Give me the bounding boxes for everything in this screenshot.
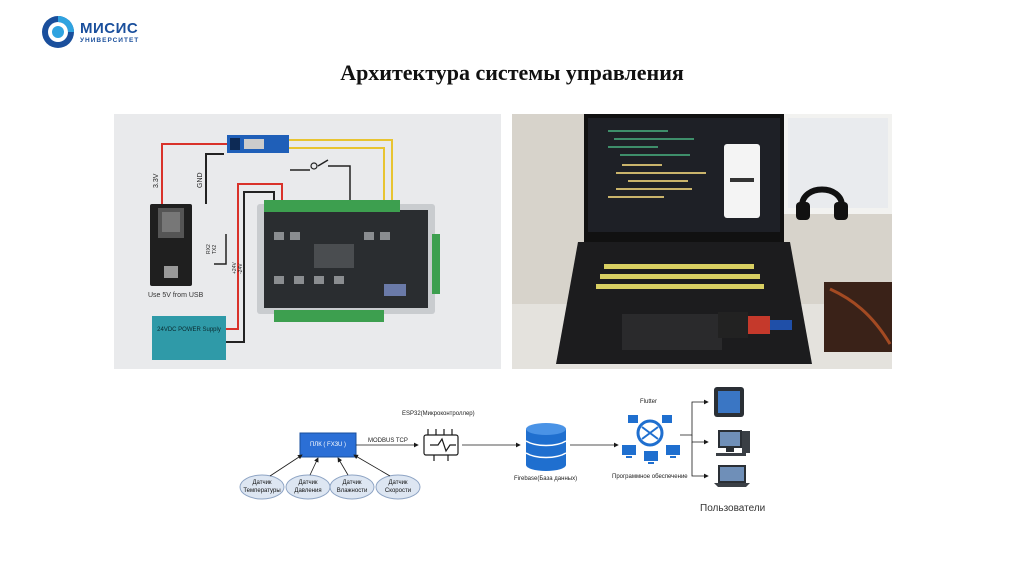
esp32-on-desk (718, 312, 748, 338)
sensor-node-speed (375, 474, 421, 500)
flutter-label: Flutter (640, 399, 658, 405)
desktop-computer-icon (716, 430, 750, 456)
logo-subtitle: УНИВЕРСИТЕТ (80, 37, 140, 44)
power-supply-box (152, 316, 226, 360)
power-supply-label: 24VDC POWER Supply (157, 327, 221, 333)
label-plus24: +24V (232, 262, 238, 274)
plc-node (299, 432, 357, 458)
software-network-icon (622, 415, 680, 464)
label-3v3: 3.3V (153, 173, 160, 188)
logo-name: МИСИС (80, 20, 139, 37)
label-gnd: GND (197, 172, 204, 188)
sensor-node-temperature (239, 474, 285, 500)
tablet-icon (714, 387, 744, 417)
laptop-icon (714, 465, 750, 487)
software-label: Программное обеспечение (612, 474, 688, 480)
plc-label: ПЛК ( FX3U ) (309, 442, 347, 448)
label-rx2: RX2 (206, 244, 212, 254)
esp32-icon (423, 429, 459, 461)
wiring-diagram-photo: 3.3V GND TX2 RX2 +24V -24V Use 5V from U… (114, 114, 501, 369)
label-minus24: -24V (238, 263, 244, 274)
firebase-label: Firebase(База данных) (514, 476, 578, 482)
database-icon (525, 423, 567, 471)
slide-title: Архитектура системы управления (340, 60, 684, 85)
laptop-setup-photo (512, 114, 892, 369)
users-label: Пользователи (700, 503, 766, 514)
modbus-label: MODBUS TCP (368, 438, 408, 444)
misis-logo-icon (42, 16, 74, 48)
usb-note: Use 5V from USB (148, 292, 204, 299)
misis-logo: МИСИС УНИВЕРСИТЕТ (40, 14, 150, 54)
label-tx2: TX2 (212, 245, 218, 254)
architecture-flow-diagram: ПЛК ( FX3U ) MODBUS TCP ESP32(Микроконтр… (230, 385, 790, 535)
esp32-label: ESP32(Микроконтроллер) (402, 411, 475, 417)
sensor-node-humidity (329, 474, 375, 500)
